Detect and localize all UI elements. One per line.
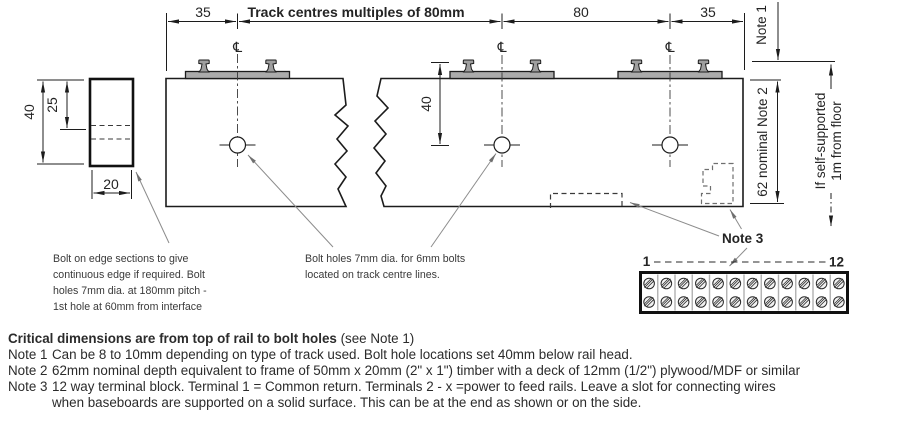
- dim-62-nominal: 62 nominal Note 2: [755, 81, 780, 202]
- dim-35-left-label: 35: [195, 4, 211, 20]
- note-3-continuation-row: when baseboards are supported on a solid…: [8, 395, 800, 411]
- terminal-block: 1 12: [639, 254, 849, 314]
- terminal-1-label: 1: [643, 254, 651, 269]
- edge-bolt-callout-line: 1st hole at 60mm from interface: [53, 301, 202, 313]
- note-2-label: Note 2: [8, 363, 48, 378]
- dim-25-label: 25: [44, 97, 60, 113]
- edge-section-end-view: [88, 77, 135, 168]
- bolt-hole-2: [493, 136, 511, 154]
- dim-20-label: 20: [103, 176, 119, 192]
- centreline-symbol-3: ℄: [664, 39, 677, 55]
- dim-80-label: 80: [573, 4, 589, 20]
- dim-35-right-label: 35: [700, 4, 716, 20]
- terminal-separators: [657, 274, 831, 311]
- dim-40-left-label: 40: [21, 104, 37, 120]
- dim-40-rail-to-hole: 40: [418, 62, 449, 146]
- note-1-label: Note 1: [8, 347, 48, 362]
- dim-40-rail-label: 40: [418, 96, 434, 112]
- critical-dimensions-heading: Critical dimensions are from top of rail…: [8, 331, 800, 347]
- self-supported-label-1: If self-supported: [813, 93, 828, 190]
- top-dimension-extensions: [166, 13, 745, 71]
- left-view-extension-lines: [37, 79, 132, 199]
- centreline-symbol-1: ℄: [231, 39, 244, 55]
- note-2-text: 62mm nominal depth equivalent to frame o…: [52, 363, 801, 378]
- dim-62-nominal-label: 62 nominal Note 2: [755, 87, 770, 197]
- dim-track-centres-label: Track centres multiples of 80mm: [247, 4, 464, 20]
- bolt-holes-callout-line: Bolt holes 7mm dia. for 6mm bolts: [305, 253, 466, 265]
- edge-bolt-callout-line: continuous edge if required. Bolt: [53, 269, 205, 281]
- leader-lines: [135, 153, 748, 267]
- self-supported-label-2: 1m from floor: [829, 101, 844, 181]
- note-2-row: Note 2 62mm nominal depth equivalent to …: [8, 363, 800, 379]
- left-view-dimension-lines: [40, 81, 130, 196]
- note-3-row: Note 3 12 way terminal block. Terminal 1…: [8, 379, 800, 395]
- bolt-holes-callout-line: located on track centre lines.: [305, 269, 440, 281]
- critical-dimensions-heading-rest: (see Note 1): [336, 331, 415, 346]
- terminal-12-label: 12: [829, 255, 844, 270]
- edge-bolt-callout-line: holes 7mm dia. at 180mm pitch -: [53, 285, 207, 297]
- baseboard-right-piece: [372, 77, 744, 208]
- note-3-label: Note 3: [8, 379, 48, 394]
- dim-note1-label: Note 1: [754, 5, 769, 45]
- dim-self-supported: If self-supported 1m from floor: [813, 64, 844, 227]
- dim-note1: Note 1: [754, 2, 781, 60]
- bolt-hole-1: [228, 136, 247, 154]
- edge-bolt-callout: Bolt on edge sections to give continuous…: [53, 251, 207, 315]
- note-1-row: Note 1 Can be 8 to 10mm depending on typ…: [8, 347, 800, 363]
- note-1-text: Can be 8 to 10mm depending on type of tr…: [52, 347, 633, 362]
- note-3-text: 12 way terminal block. Terminal 1 = Comm…: [52, 379, 776, 394]
- bolt-hole-3: [661, 136, 679, 154]
- centreline-symbol-2: ℄: [496, 39, 509, 55]
- edge-bolt-callout-line: Bolt on edge sections to give: [53, 253, 189, 265]
- end-slot-dashed-outline: [700, 162, 734, 205]
- bolt-holes-callout: Bolt holes 7mm dia. for 6mm bolts locate…: [305, 251, 465, 283]
- right-reference-lines: [750, 61, 835, 204]
- bolt-holes: [219, 136, 688, 154]
- note-3-continuation-text: when baseboards are supported on a solid…: [52, 395, 642, 410]
- note3-callout-label: Note 3: [722, 231, 764, 246]
- baseboard-left-piece: [165, 77, 350, 208]
- notes-block: Critical dimensions are from top of rail…: [8, 331, 800, 411]
- critical-dimensions-heading-bold: Critical dimensions are from top of rail…: [8, 331, 337, 346]
- note-3-continuation-spacer: [8, 395, 52, 411]
